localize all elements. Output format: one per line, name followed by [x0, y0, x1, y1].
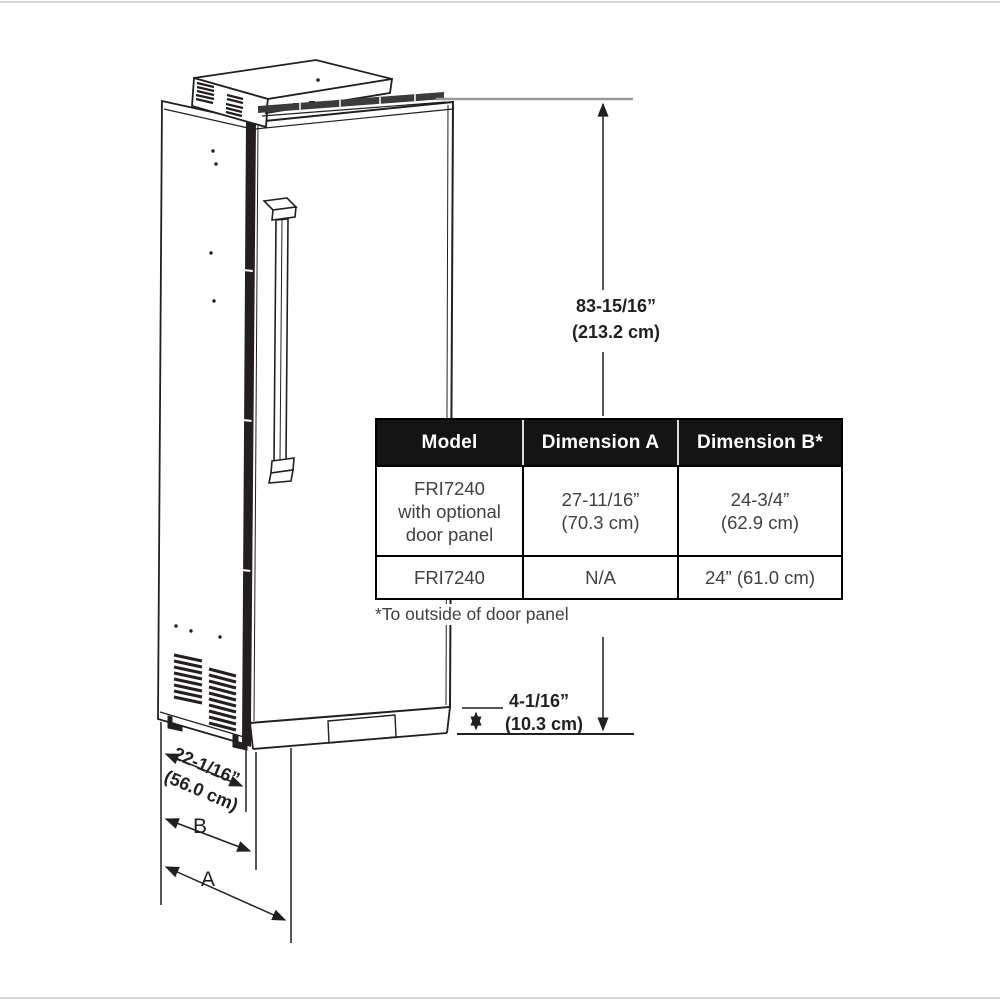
table-row: FRI7240 with optional door panel 27-11/1…	[377, 465, 841, 555]
column-header-dimension-b: Dimension B*	[677, 420, 841, 465]
dimension-a-label: A	[201, 868, 215, 891]
dimension-a-arrow	[164, 866, 287, 921]
bottom-vent-grille-left	[173, 653, 203, 705]
toekick-dimension-label-in: 4-1/16”	[509, 691, 569, 711]
table-header-row: Model Dimension A Dimension B*	[377, 420, 841, 465]
panel-screw-dots	[174, 149, 222, 639]
dimension-a-cell: N/A	[522, 557, 677, 598]
bottom-vent-grille-right	[208, 667, 237, 732]
cabinet-back-panel	[157, 99, 249, 746]
column-header-model: Model	[421, 432, 478, 453]
height-dimension-label-cm: (213.2 cm)	[572, 322, 660, 342]
dimension-b-cell: 24-3/4” (62.9 cm)	[677, 467, 841, 555]
table-footnote: *To outside of door panel	[375, 604, 635, 625]
dimension-b-cell: 24” (61.0 cm)	[677, 557, 841, 598]
toekick-dimension	[462, 707, 503, 731]
dimension-b-label: B	[193, 815, 207, 838]
column-header-dimension-a: Dimension A	[522, 420, 677, 465]
door-handle	[262, 197, 298, 484]
height-dimension-label-in: 83-15/16”	[576, 296, 656, 316]
model-cell: FRI7240	[414, 567, 485, 588]
compressor-vent-grilles	[195, 81, 244, 118]
dimension-a-cell: 27-11/16” (70.3 cm)	[522, 467, 677, 555]
toekick-dimension-label-cm: (10.3 cm)	[505, 714, 583, 734]
top-grille-rail	[258, 92, 447, 117]
base-toe-kick	[249, 706, 451, 750]
dimension-b-arrow	[164, 818, 252, 852]
table-row: FRI7240 N/A 24” (61.0 cm)	[377, 555, 841, 598]
height-label-backdrop	[568, 290, 664, 352]
depth-extension-lines	[160, 722, 292, 943]
model-cell: FRI7240 with optional door panel	[398, 477, 501, 545]
dimensions-table: Model Dimension A Dimension B* FRI7240 w…	[375, 418, 843, 600]
cabinet-depth-arrow	[164, 753, 244, 787]
